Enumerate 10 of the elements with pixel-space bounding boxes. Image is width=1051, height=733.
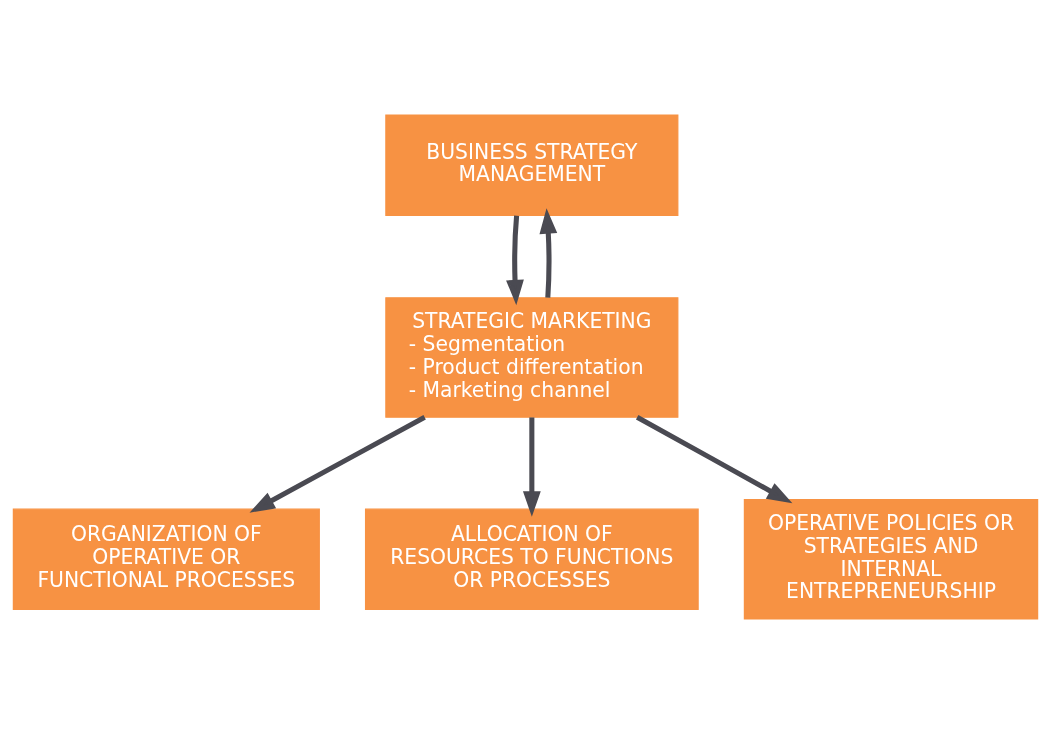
node-box: BUSINESS STRATEGY MANAGEMENT: [385, 113, 679, 216]
arrow: [635, 414, 793, 503]
arrow: [506, 215, 524, 305]
arrow: [522, 416, 541, 517]
node-box: STRATEGIC MARKETING - Segmentation - Product differentation - Marketing channel: [385, 296, 679, 418]
node-box: ORGANIZATION OF OPERATIVE OR FUNCTIONAL PROCESSES: [12, 508, 320, 610]
node-box: OPERATIVE POLICIES OR STRATEGIES AND INTERNAL ENTREPRENEURSHIP: [743, 498, 1039, 620]
arrow: [539, 207, 558, 298]
arrow: [249, 414, 426, 513]
node-box: ALLOCATION OF RESOURCES TO FUNCTIONS OR PROCESSES: [364, 508, 699, 610]
